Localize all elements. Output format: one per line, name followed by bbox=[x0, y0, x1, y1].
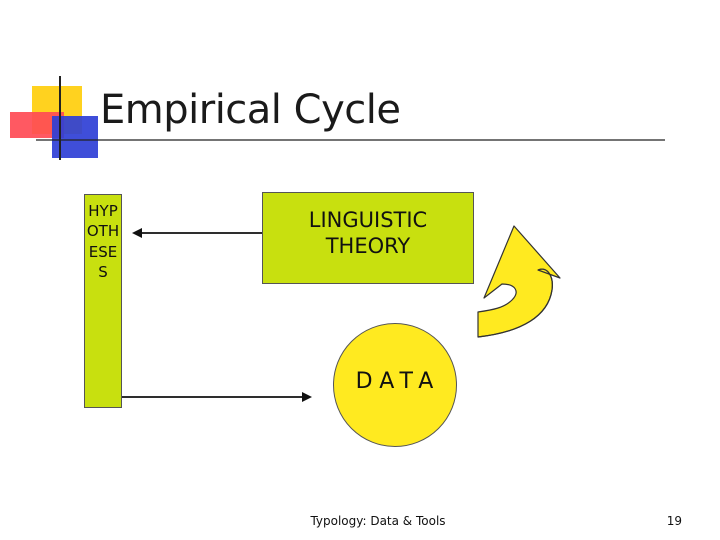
theory-to-hypotheses-arrow bbox=[132, 228, 262, 238]
linguistic-theory-label: LINGUISTIC THEORY bbox=[308, 208, 428, 258]
hypotheses-to-data-arrow bbox=[122, 392, 312, 402]
hypotheses-box: HYPOTHESES bbox=[84, 194, 122, 408]
data-circle: DATA bbox=[333, 323, 457, 447]
linguistic-theory-box: LINGUISTIC THEORY bbox=[262, 192, 474, 284]
hypotheses-label: HYPOTHESES bbox=[86, 202, 120, 282]
slide-title: Empirical Cycle bbox=[100, 87, 401, 133]
data-label: DATA bbox=[355, 368, 441, 394]
slide-corner-logo bbox=[10, 76, 665, 160]
curved-up-arrow-icon bbox=[477, 225, 561, 338]
logo-blue-square bbox=[52, 116, 98, 158]
footer-text: Typology: Data & Tools bbox=[310, 514, 446, 528]
curved-arrow-shadow-edge bbox=[477, 268, 553, 338]
page-number: 19 bbox=[666, 514, 682, 528]
